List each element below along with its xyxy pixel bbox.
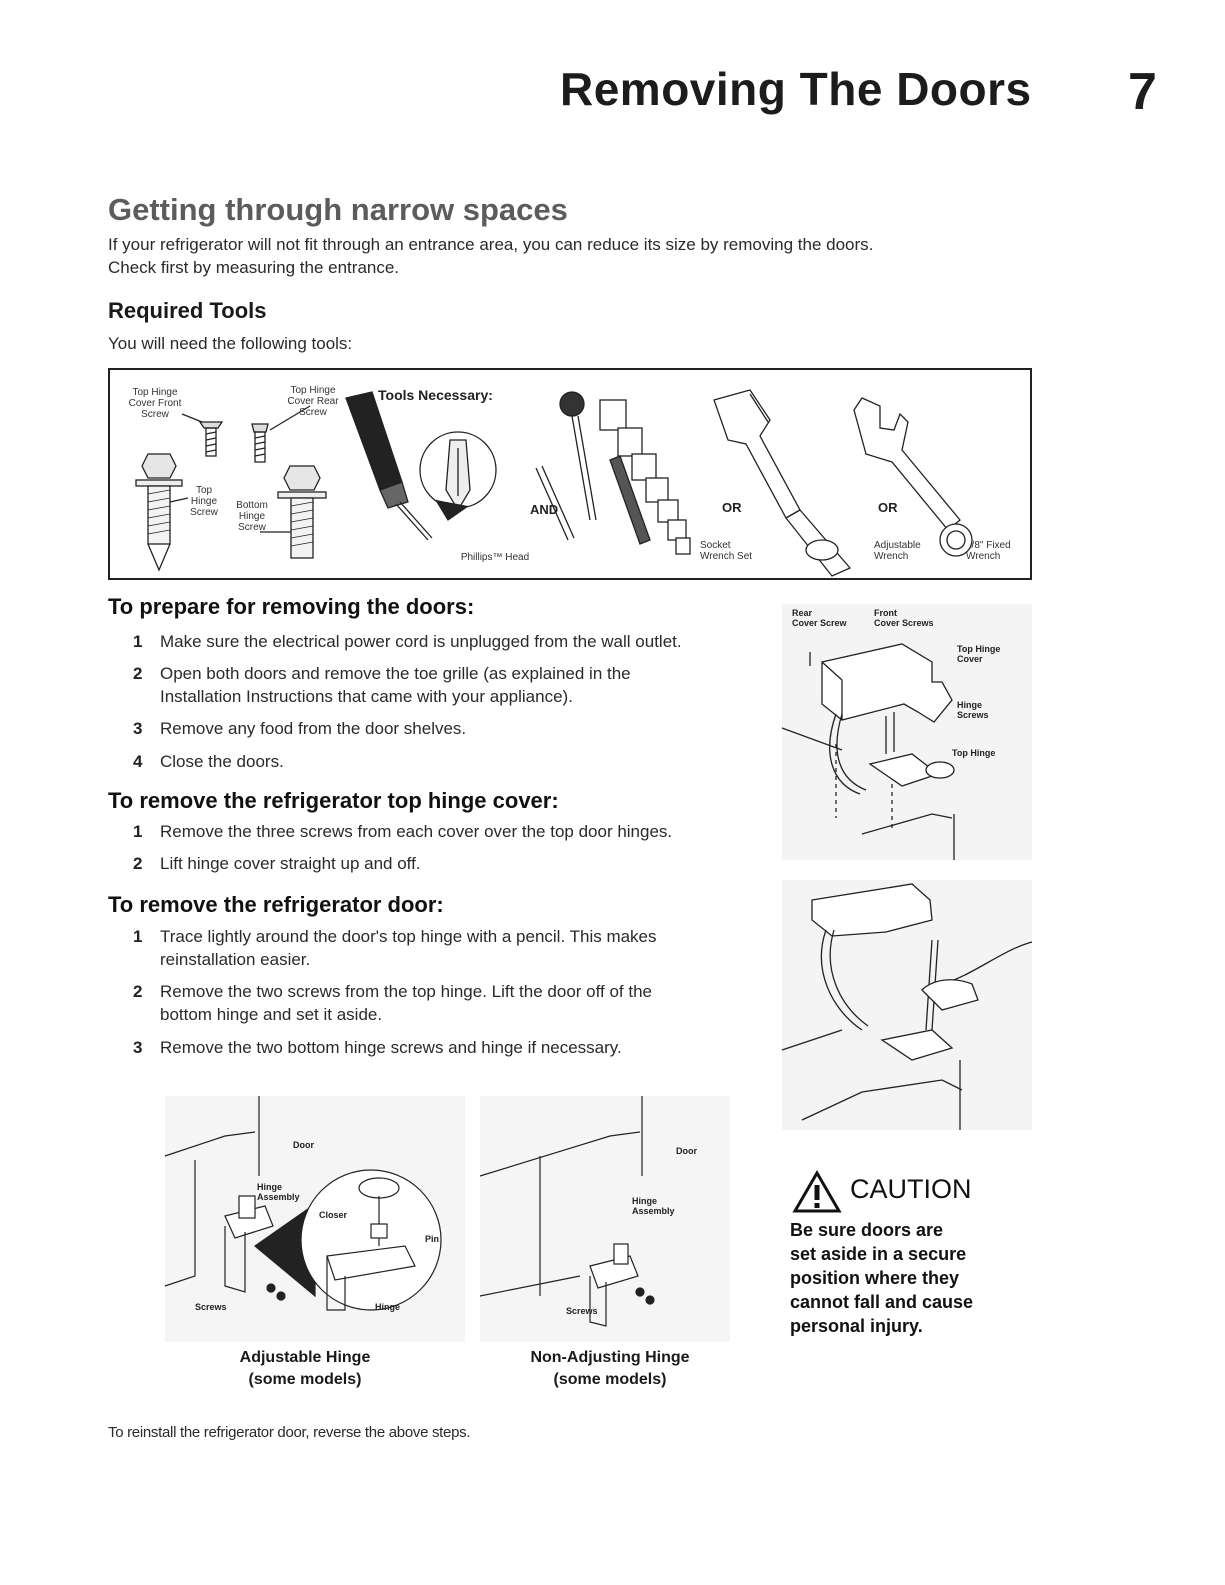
hinge-cover-heading: To remove the refrigerator top hinge cov… [108,788,559,813]
top-hinge-screw-label: Top Hinge Screw [190,485,218,518]
and-label: AND [530,502,559,517]
top-hinge-label: Top Hinge [952,748,996,758]
socket-wrench-set-icon [535,391,691,555]
door-label: Door [293,1140,314,1150]
screws-label: Screws [566,1306,598,1316]
adjustable-hinge-caption: Adjustable Hinge (some models) [239,1349,371,1388]
required-tools-heading: Required Tools [108,298,267,323]
screws-label: Screws [195,1302,227,1312]
phillips-screwdriver-icon [345,391,497,541]
fixed-wrench-label: 3/8" Fixed Wrench [966,540,1011,562]
warning-triangle-icon [792,1170,842,1213]
front-cover-screws-label: Front Cover Screws [874,608,934,628]
top-hinge-screw-icon [135,453,189,572]
non-adjusting-hinge-figure: Door Hinge Assembly Screws [479,1096,730,1342]
top-hinge-cover-figure: Rear Cover Screw Front Cover Screws Top … [781,604,1032,860]
hinge-screws-label: Hinge Screws [957,700,989,720]
tools-drawing [135,389,973,577]
hinge-assembly-label: Hinge Assembly [632,1196,675,1216]
adjustable-wrench-icon [713,389,852,577]
pin-label: Pin [425,1234,440,1244]
or-label: OR [722,500,742,515]
tools-necessary-label: Tools Necessary: [378,387,493,403]
or-label: OR [878,500,898,515]
cover-front-screw-icon [181,413,224,457]
fixed-wrench-icon [853,397,973,557]
hinge-label: Hinge [375,1302,401,1312]
page-number: 7 [1128,63,1157,121]
page-title: Removing The Doors [560,63,1032,115]
caution-title: CAUTION [850,1174,972,1204]
bottom-hinge-screw-icon [260,465,327,559]
phillips-head-label: Phillips™ Head [460,552,530,563]
non-adjusting-hinge-caption: Non-Adjusting Hinge (some models) [530,1349,690,1388]
closer-label: Closer [319,1210,348,1220]
top-hinge-cover-rear-screw-label: Top Hinge Cover Rear Screw [287,385,339,418]
rear-cover-screw-label: Rear Cover Screw [792,608,847,628]
required-tools-intro: You will need the following tools: [108,334,353,353]
section-heading: Getting through narrow spaces [108,192,568,227]
intro-line: Check first by measuring the entrance. [108,258,400,277]
socket-wrench-set-label: Socket Wrench Set [700,540,753,562]
door-label: Door [676,1146,697,1156]
hinge-assembly-label: Hinge Assembly [257,1182,300,1202]
tools-illustration-box: Top Hinge Cover Front Screw Top Hinge Co… [108,368,1032,580]
hinge-tracing-figure [781,880,1033,1130]
adjustable-hinge-figure: Door Hinge Assembly Closer Pin Screws Hi… [164,1096,465,1342]
cover-rear-screw-icon [251,405,311,463]
intro-line: If your refrigerator will not fit throug… [108,235,874,254]
adjustable-wrench-label: Adjustable Wrench [874,540,921,562]
prepare-heading: To prepare for removing the doors: [108,594,475,619]
bottom-hinge-screw-label: Bottom Hinge Screw [236,500,268,533]
door-heading: To remove the refrigerator door: [108,892,444,917]
caution-text: Be sure doors are set aside in a secure … [790,1220,974,1336]
top-hinge-cover-label: Top Hinge Cover [957,644,1001,664]
footer-note: To reinstall the refrigerator door, reve… [108,1424,471,1441]
top-hinge-cover-front-screw-label: Top Hinge Cover Front Screw [128,387,182,420]
